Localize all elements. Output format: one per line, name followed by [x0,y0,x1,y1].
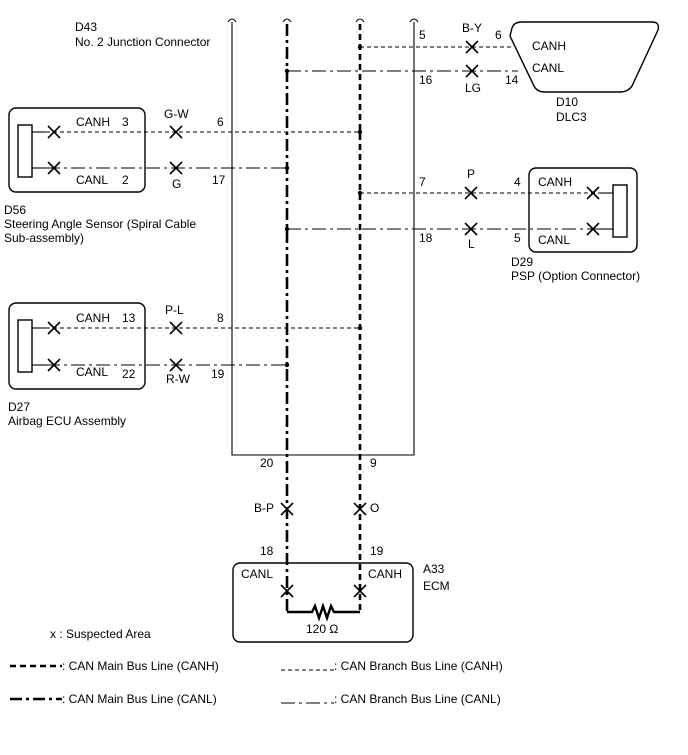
legend-main-canl-label: : CAN Main Bus Line (CANL) [62,692,217,706]
pin-label: 18 [260,544,274,558]
psp-code: D29 [511,255,533,269]
resistor-value: 120 Ω [306,622,338,636]
steering-name: Steering Angle Sensor (Spiral Cable [4,217,196,231]
ecm-code: A33 [423,562,445,576]
wire-color-label: P [467,167,475,181]
suspected-area-mark [586,222,600,236]
steering-code: D56 [4,203,26,217]
psp-canh-label: CANH [538,175,572,189]
terminating-resistor [287,602,360,622]
suspected-area-mark [464,186,478,200]
pin-label: 19 [211,367,225,381]
pin-label: 6 [495,28,502,42]
pin-label: 16 [419,73,433,87]
pin-label: 19 [370,544,384,558]
airbag-canh-label: CANH [76,311,110,325]
wire-color-label: B-Y [462,21,482,35]
pin-label: 14 [505,73,519,87]
wire-color-label: LG [465,81,481,95]
pin-label: 2 [122,173,129,187]
splice-point [284,68,290,74]
psp-canl-label: CANL [538,233,570,247]
ecm: CANL CANH A33 ECM [232,562,450,643]
airbag-code: D27 [8,400,30,414]
pin-label: 5 [514,231,521,245]
airbag-canl-label: CANL [76,365,108,379]
splice-point [357,44,363,50]
suspected-area-mark [169,358,183,372]
suspected-area-mark [465,40,479,54]
airbag-name: Airbag ECU Assembly [8,414,126,428]
pin-label: 8 [217,311,224,325]
junction-connector: D43 No. 2 Junction Connector [75,18,419,456]
pin-label: 5 [419,28,426,42]
suspected-area-mark [464,222,478,236]
steering-canh-label: CANH [76,115,110,129]
splice-point [357,325,363,331]
suspected-area-mark [169,125,183,139]
suspected-area-mark [47,125,61,139]
pin-label: 4 [514,175,521,189]
suspected-area-mark [465,64,479,78]
splice-point [284,362,290,368]
dlc3-canh-label: CANH [532,39,566,53]
wire-color-label: R-W [166,372,191,386]
airbag-ecu-assembly: CANH CANL D27 Airbag ECU Assembly [8,302,146,428]
dlc3-name: DLC3 [556,110,587,124]
wire-color-label: P-L [165,303,184,317]
suspected-area-mark [353,584,367,598]
suspected-area-mark [47,321,61,335]
pin-label: 6 [217,115,224,129]
suspected-area-mark [586,186,600,200]
pin-label: 7 [419,175,426,189]
splice-point [284,165,290,171]
suspected-area-mark [47,358,61,372]
steering-name: Sub-assembly) [4,231,84,245]
dlc3-code: D10 [556,95,578,109]
legend-main-canh-label: : CAN Main Bus Line (CANH) [62,659,219,673]
splice-point [357,129,363,135]
pin-label: 9 [370,456,377,470]
psp-option-connector: CANH CANL D29 PSP (Option Connector) [511,167,640,283]
pin-label: 18 [419,231,433,245]
junction-name: No. 2 Junction Connector [75,35,210,49]
junction-code: D43 [75,20,97,34]
suspected-area-mark [47,161,61,175]
dlc3-canl-label: CANL [532,61,564,75]
pin-label: 3 [122,115,129,129]
dlc3-connector: CANH CANL D10 DLC3 [509,21,660,124]
steering-angle-sensor: CANH CANL D56 Steering Angle Sensor (Spi… [4,107,196,245]
ecm-canl-label: CANL [241,567,273,581]
ecm-canh-label: CANH [368,567,402,581]
wire-color-label: O [370,501,379,515]
suspected-area-mark [353,502,367,516]
legend-suspected-area: x : Suspected Area [50,627,151,641]
wire-color-label: L [468,237,475,251]
legend-branch-canl-label: : CAN Branch Bus Line (CANL) [334,692,501,706]
wire-color-label: G-W [164,107,189,121]
splice-point [284,226,290,232]
suspected-area-mark [169,321,183,335]
wire-color-label: G [172,177,181,191]
suspected-area-mark [280,502,294,516]
pin-label: 22 [122,367,136,381]
splice-point [357,190,363,196]
legend-branch-canh-label: : CAN Branch Bus Line (CANH) [334,659,503,673]
ecm-name: ECM [423,579,450,593]
psp-name: PSP (Option Connector) [511,269,640,283]
steering-canl-label: CANL [76,173,108,187]
legend: x : Suspected Area : CAN Main Bus Line (… [10,627,503,706]
suspected-area-mark [169,161,183,175]
suspected-area-mark [280,584,294,598]
wire-color-label: B-P [254,501,274,515]
pin-label: 17 [212,173,226,187]
pin-label: 13 [122,311,136,325]
pin-label: 20 [260,456,274,470]
